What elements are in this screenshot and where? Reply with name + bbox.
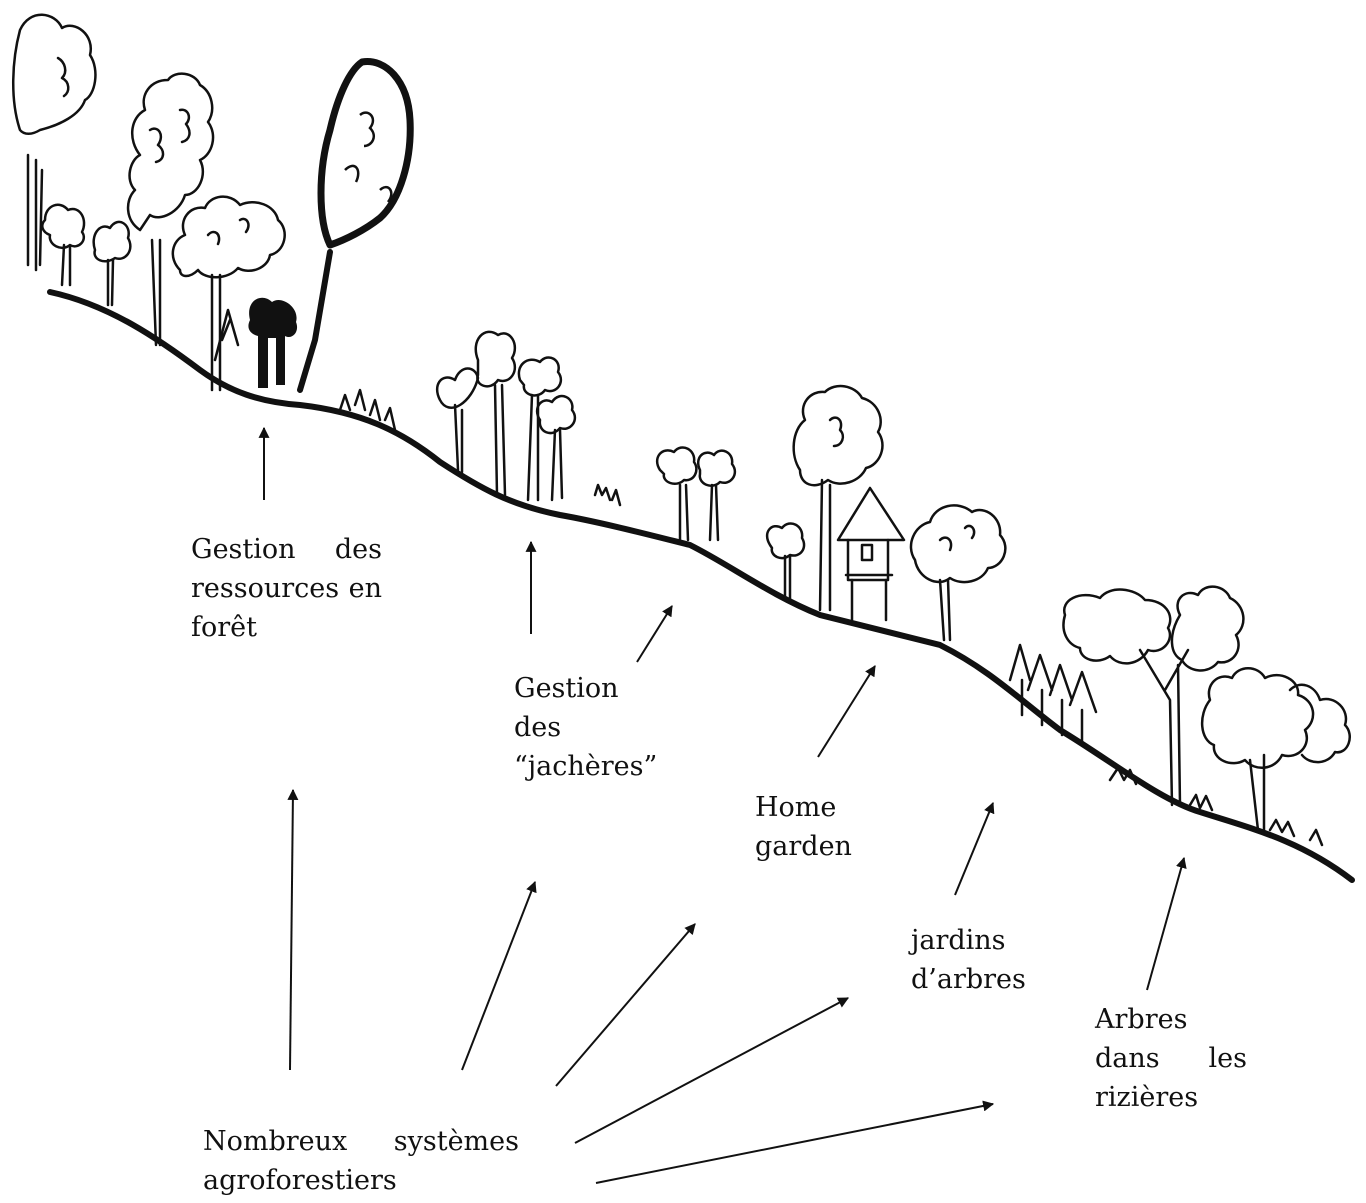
- fan-arrow-1: [287, 788, 299, 1071]
- label-rice-field-trees: Arbres dans les rizières: [1095, 1000, 1247, 1117]
- home-garden-row1: Home: [755, 792, 837, 823]
- systems-row1-b: systèmes: [393, 1126, 519, 1157]
- tree-gardens-row2: d’arbres: [911, 964, 1026, 995]
- arrow-home-garden: [817, 665, 876, 758]
- arrow-tree-gardens: [954, 801, 995, 896]
- label-fallow-management: Gestion des “jachères”: [514, 669, 657, 786]
- rice-row1: Arbres: [1095, 1004, 1188, 1035]
- label-forest-resources: Gestion des ressources en forêt: [191, 530, 382, 647]
- rice-row2-a: dans: [1095, 1043, 1160, 1074]
- forest-row1-a: Gestion: [191, 534, 296, 565]
- systems-arrow-fan: [287, 788, 995, 1184]
- fallow-trees: [338, 330, 737, 542]
- tree-gardens-row1: jardins: [911, 925, 1006, 956]
- tree-garden-and-rice-field-trees: [1008, 585, 1351, 847]
- fallow-row3: “jachères”: [514, 751, 658, 782]
- label-tree-gardens: jardins d’arbres: [911, 921, 1026, 999]
- forest-trees: [11, 13, 286, 392]
- fan-arrow-3: [555, 923, 696, 1087]
- systems-row2: agroforestiers: [203, 1165, 397, 1196]
- rice-row3: rizières: [1095, 1082, 1199, 1113]
- forest-row2-b: en: [348, 573, 382, 604]
- forest-row2-a: ressources: [191, 573, 340, 604]
- fallow-row2: des: [514, 712, 562, 743]
- home-garden-scene: [765, 384, 1007, 642]
- fan-arrow-4: [574, 997, 849, 1144]
- systems-row1-a: Nombreux: [203, 1126, 348, 1157]
- label-home-garden: Home garden: [755, 788, 852, 866]
- fan-arrow-5: [595, 1100, 995, 1184]
- forest-row1-b: des: [334, 534, 382, 565]
- label-agroforestry-systems: Nombreux systèmes agroforestiers: [203, 1122, 519, 1200]
- arrow-rice-field-trees: [1146, 856, 1187, 991]
- zone-arrows: [258, 426, 1187, 991]
- fallow-row1: Gestion: [514, 673, 619, 704]
- rice-row2-b: les: [1208, 1043, 1247, 1074]
- forest-row3: forêt: [191, 612, 257, 643]
- arrow-fallow-right: [636, 605, 673, 663]
- fan-arrow-2: [461, 880, 537, 1071]
- home-garden-row2: garden: [755, 831, 852, 862]
- forest-dark-trees: [248, 58, 414, 393]
- hillside-ground-line: [47, 289, 1355, 883]
